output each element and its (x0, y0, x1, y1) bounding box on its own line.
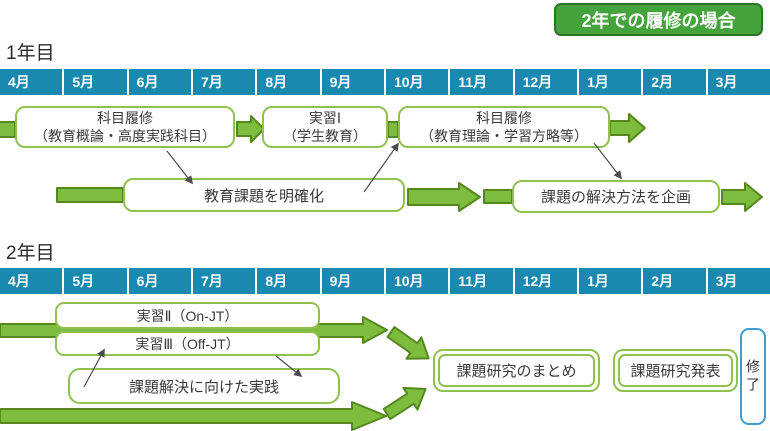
box-text: 課題研究発表 (618, 354, 733, 387)
box-practicum-1: 実習Ⅰ （学生教育） (262, 106, 388, 148)
box-practice-solutions: 課題解決に向けた実践 (68, 368, 340, 404)
month-cell: 6月 (128, 268, 191, 294)
month-cell: 3月 (707, 268, 770, 294)
arrow-right-icon (609, 113, 646, 143)
box-text: （学生教育） (283, 128, 367, 144)
month-cell: 10月 (385, 69, 449, 95)
month-cell: 5月 (64, 69, 127, 95)
month-cell: 7月 (192, 268, 256, 294)
box-completion: 修了 (740, 328, 766, 425)
year2-label: 2年目 (6, 243, 55, 264)
month-cell: 8月 (257, 268, 320, 294)
month-cell: 2月 (643, 268, 706, 294)
arrow-down-right-icon (386, 326, 430, 360)
arrow-right-icon (236, 115, 265, 143)
month-cell: 5月 (64, 268, 127, 294)
month-cell: 3月 (707, 69, 770, 95)
month-cell: 1月 (578, 69, 642, 95)
month-cell: 2月 (643, 69, 706, 95)
year1-label: 1年目 (6, 43, 55, 64)
arrow-up-right-icon (382, 386, 427, 421)
arrow-right-icon (0, 401, 387, 431)
box-text: （教育概論・高度実践科目） (34, 128, 216, 144)
flow-bar (0, 121, 16, 138)
plan-case-badge: 2年での履修の場合 (554, 3, 763, 36)
box-research-presentation: 課題研究発表 (613, 349, 738, 392)
month-cell: 9月 (321, 69, 384, 95)
month-cell: 12月 (514, 69, 577, 95)
box-course-enrollment-2: 科目履修 （教育理論・学習方略等） (398, 106, 610, 148)
flow-bar (387, 121, 399, 138)
month-cell: 4月 (0, 69, 63, 95)
year1-month-header: 4月 5月 6月 7月 8月 9月 10月 11月 12月 1月 2月 3月 (0, 69, 770, 95)
box-text: （教育理論・学習方略等） (420, 128, 588, 144)
box-text: 科目履修 (476, 110, 532, 126)
arrow-right-icon (721, 182, 763, 212)
box-clarify-issues: 教育課題を明確化 (123, 178, 405, 212)
flow-bar (483, 189, 513, 204)
box-practicum-3: 実習Ⅲ（Off-JT） (55, 331, 320, 356)
month-cell: 9月 (321, 268, 384, 294)
box-research-summary: 課題研究のまとめ (433, 349, 600, 392)
box-text: 課題研究のまとめ (438, 354, 595, 387)
box-course-enrollment-1: 科目履修 （教育概論・高度実践科目） (15, 106, 235, 148)
connector-arrow (593, 142, 623, 180)
box-plan-solutions: 課題の解決方法を企画 (512, 180, 720, 213)
month-cell: 4月 (0, 268, 63, 294)
box-text: 科目履修 (97, 110, 153, 126)
month-cell: 10月 (385, 268, 449, 294)
month-cell: 7月 (192, 69, 256, 95)
month-cell: 11月 (450, 268, 513, 294)
month-cell: 8月 (257, 69, 320, 95)
box-practicum-2: 実習Ⅱ（On-JT） (55, 302, 320, 329)
flow-bar (56, 187, 124, 203)
arrow-right-icon (407, 182, 481, 212)
month-cell: 6月 (128, 69, 191, 95)
month-cell: 12月 (514, 268, 577, 294)
box-text: 実習Ⅰ (308, 110, 342, 126)
month-cell: 11月 (450, 69, 513, 95)
month-cell: 1月 (578, 268, 642, 294)
year2-month-header: 4月 5月 6月 7月 8月 9月 10月 11月 12月 1月 2月 3月 (0, 268, 770, 294)
